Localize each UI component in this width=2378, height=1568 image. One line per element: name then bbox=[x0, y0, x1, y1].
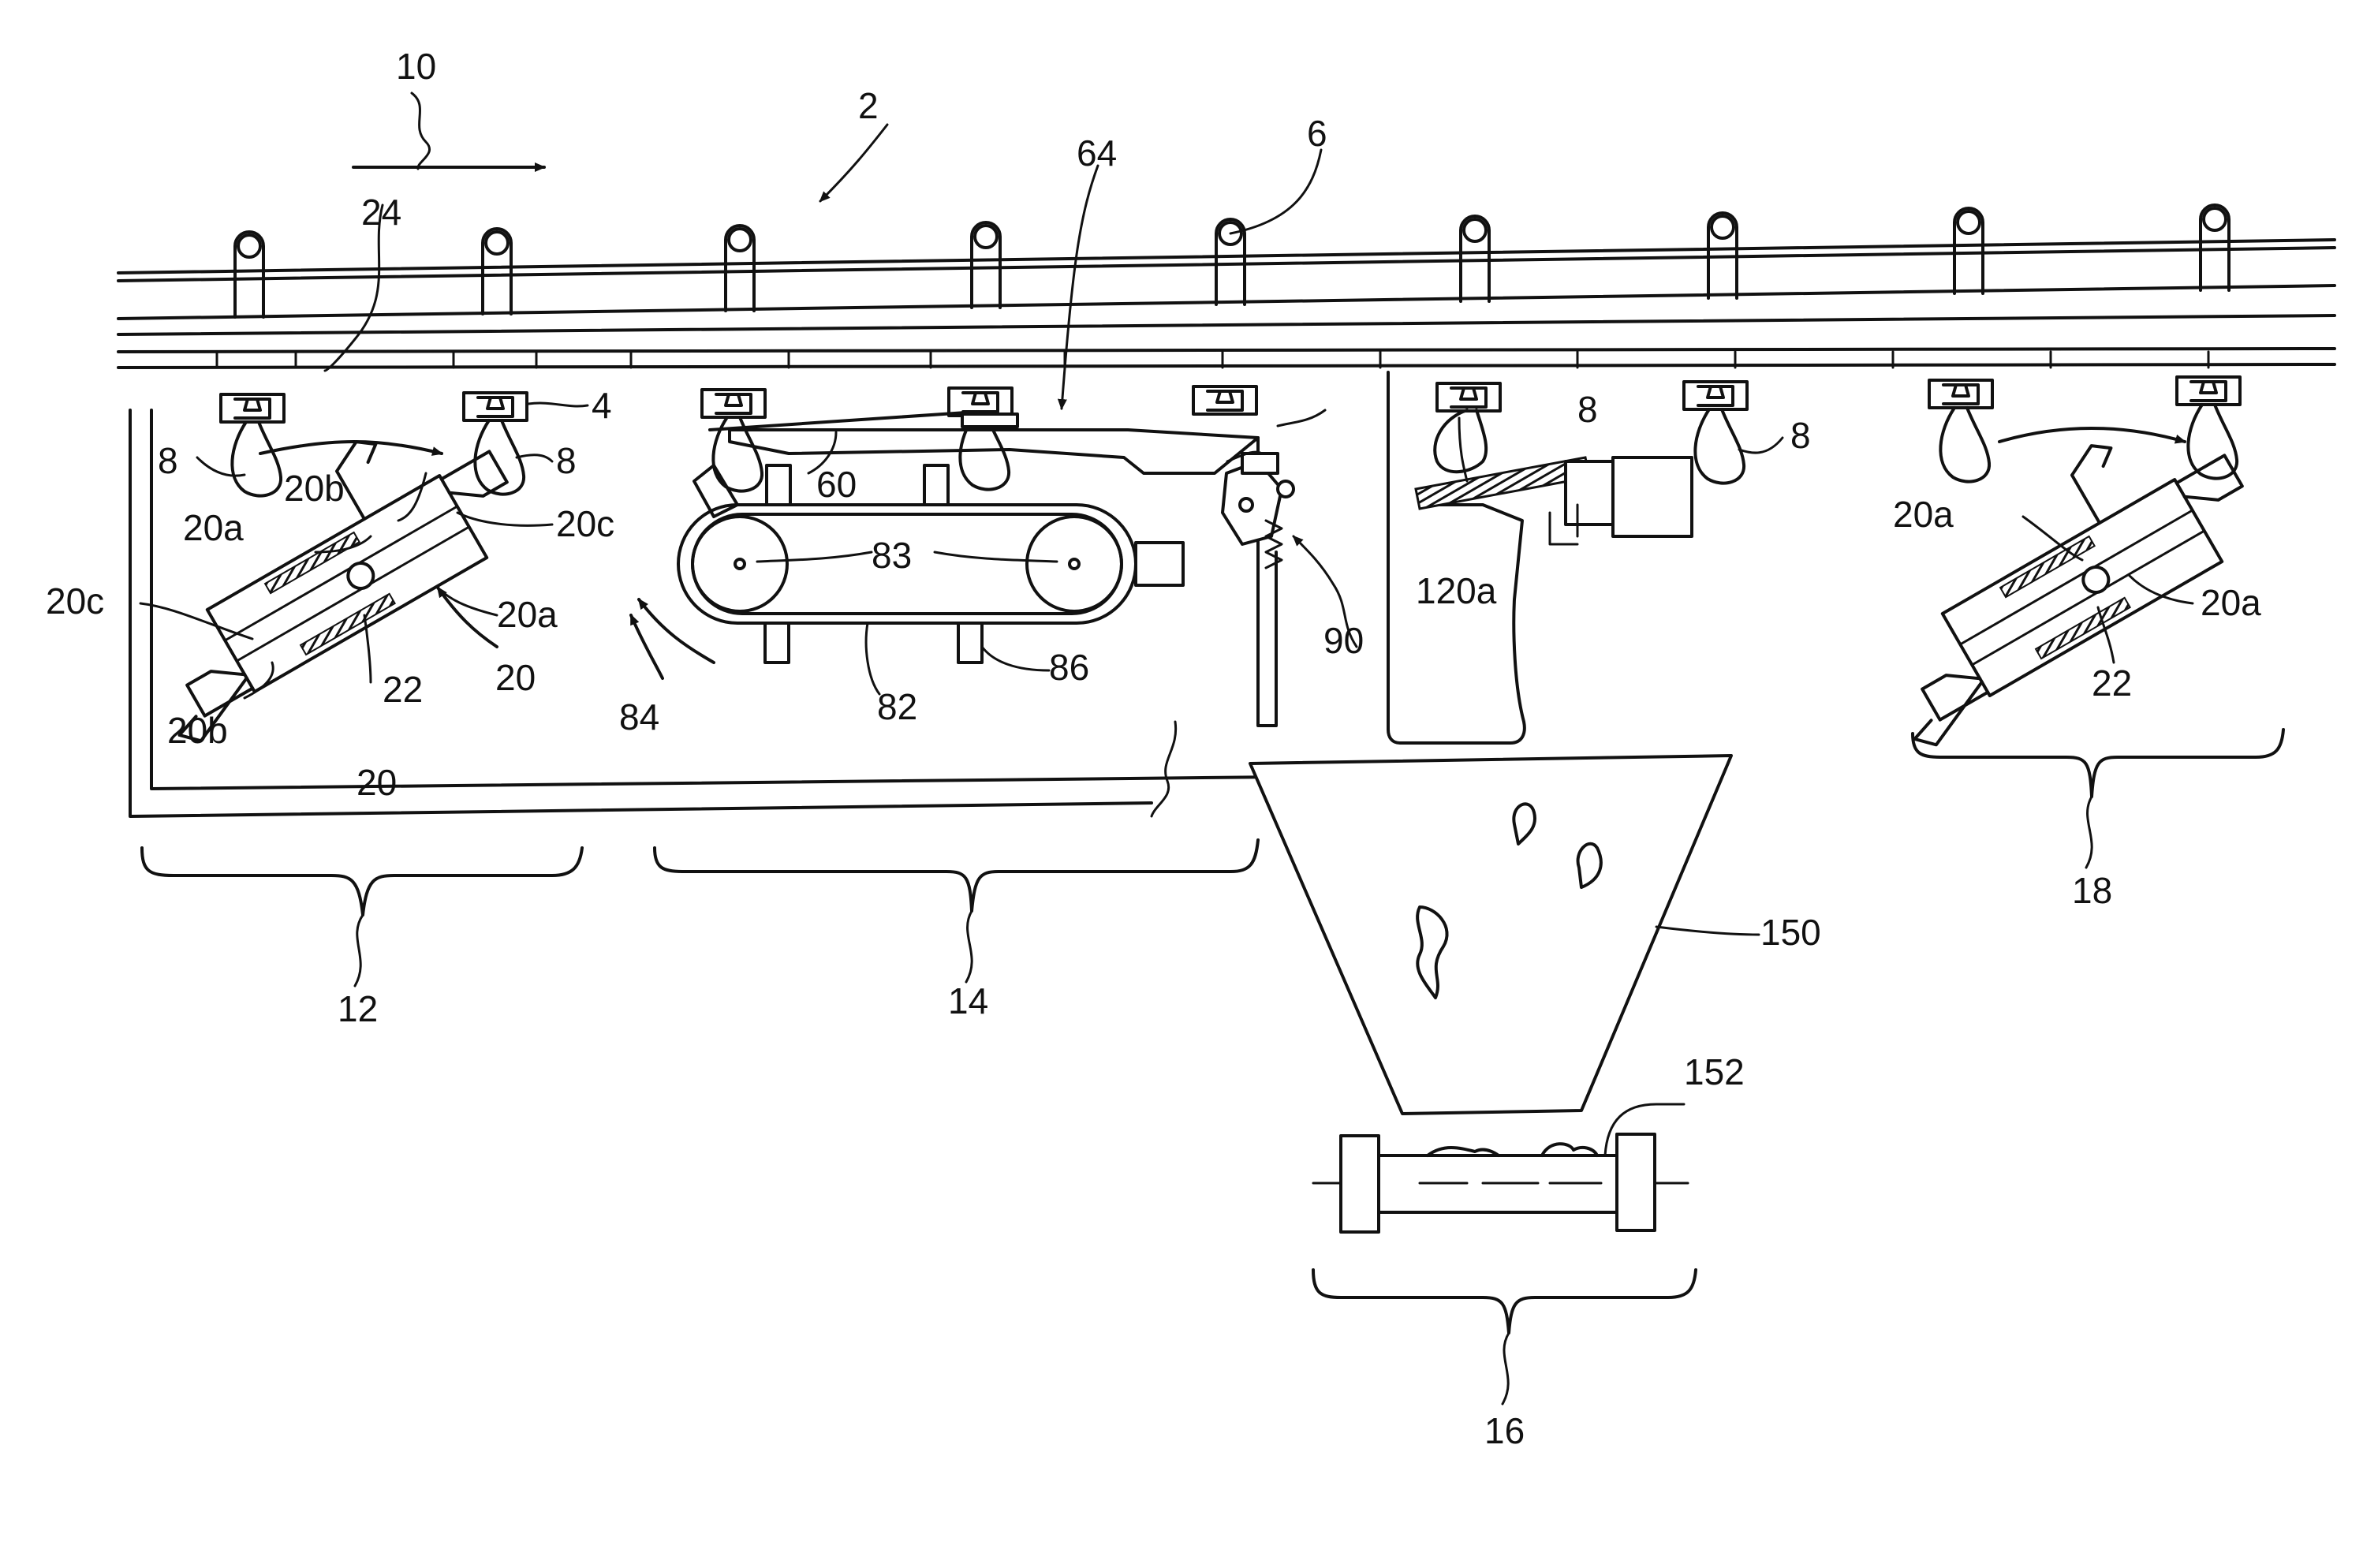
trolley-wheel bbox=[1954, 208, 1983, 293]
label-20b-lower: 20b bbox=[167, 710, 228, 751]
poultry-leg bbox=[1695, 409, 1744, 483]
label-22-right: 22 bbox=[2092, 663, 2132, 704]
label-12: 12 bbox=[338, 988, 378, 1029]
shackle bbox=[221, 394, 284, 422]
trolley-wheel bbox=[483, 229, 511, 314]
discharge-roller bbox=[1313, 1104, 1688, 1232]
pointer-4 bbox=[528, 403, 588, 406]
label-22-left: 22 bbox=[383, 669, 423, 710]
shackle bbox=[702, 390, 765, 417]
label-83: 83 bbox=[872, 535, 912, 576]
label-20a-left: 20a bbox=[183, 507, 244, 548]
transfer-arrow-18 bbox=[1999, 428, 2185, 442]
pointer-2 bbox=[820, 125, 887, 201]
label-2: 2 bbox=[858, 85, 879, 126]
trolley-wheel bbox=[1461, 216, 1489, 301]
label-6: 6 bbox=[1307, 113, 1327, 154]
label-20a-mid: 20a bbox=[497, 594, 558, 635]
poultry-leg bbox=[232, 422, 281, 496]
trolley-wheel bbox=[235, 232, 263, 317]
label-90: 90 bbox=[1323, 620, 1364, 661]
collection-hopper bbox=[1250, 756, 1731, 1114]
label-86: 86 bbox=[1049, 647, 1089, 688]
cutter-assembly bbox=[1223, 454, 1357, 647]
label-16: 16 bbox=[1484, 1410, 1525, 1451]
poultry-leg bbox=[1940, 408, 1989, 482]
skinning-roller-station bbox=[1388, 372, 1692, 743]
label-20-right: 20 bbox=[495, 657, 536, 698]
label-152: 152 bbox=[1684, 1051, 1745, 1092]
shackle bbox=[1684, 382, 1747, 409]
label-10: 10 bbox=[396, 46, 436, 87]
trolley-wheel bbox=[972, 222, 1000, 308]
shackle bbox=[2177, 377, 2240, 405]
label-20a-right-upper: 20a bbox=[1893, 494, 1954, 535]
label-120a: 120a bbox=[1416, 570, 1497, 611]
label-20c-left: 20c bbox=[46, 581, 104, 622]
label-20c-right: 20c bbox=[556, 503, 614, 544]
label-8-b: 8 bbox=[556, 440, 577, 481]
label-84: 84 bbox=[619, 696, 659, 737]
label-8-c: 8 bbox=[1577, 389, 1598, 430]
label-64: 64 bbox=[1077, 133, 1117, 174]
label-4: 4 bbox=[592, 385, 612, 426]
shackle bbox=[1437, 383, 1500, 411]
label-150: 150 bbox=[1760, 912, 1821, 953]
label-20b-upper: 20b bbox=[284, 468, 345, 509]
label-14: 14 bbox=[948, 980, 988, 1021]
label-8-a: 8 bbox=[158, 440, 178, 481]
overhead-conveyor-rail bbox=[118, 240, 2335, 368]
shackle bbox=[1193, 386, 1256, 414]
label-18: 18 bbox=[2072, 870, 2112, 911]
label-60: 60 bbox=[816, 464, 857, 505]
flow-direction-arrow bbox=[353, 93, 544, 169]
shackles bbox=[221, 377, 2240, 422]
label-20a-right-lower: 20a bbox=[2201, 582, 2261, 623]
trolley-wheel bbox=[2201, 205, 2229, 290]
arrow-20 bbox=[631, 615, 663, 678]
trolley-wheels bbox=[235, 205, 2229, 317]
section-braces bbox=[142, 730, 2283, 1404]
pointer-6 bbox=[1230, 150, 1321, 233]
label-24: 24 bbox=[361, 192, 401, 233]
shackle bbox=[1929, 380, 1992, 408]
shackle bbox=[464, 393, 527, 420]
gripper-mechanism-right bbox=[1832, 390, 2278, 752]
label-82: 82 bbox=[877, 686, 917, 727]
trolley-wheel bbox=[726, 226, 754, 311]
label-20-lower: 20 bbox=[357, 762, 397, 803]
label-8-d: 8 bbox=[1790, 415, 1811, 456]
